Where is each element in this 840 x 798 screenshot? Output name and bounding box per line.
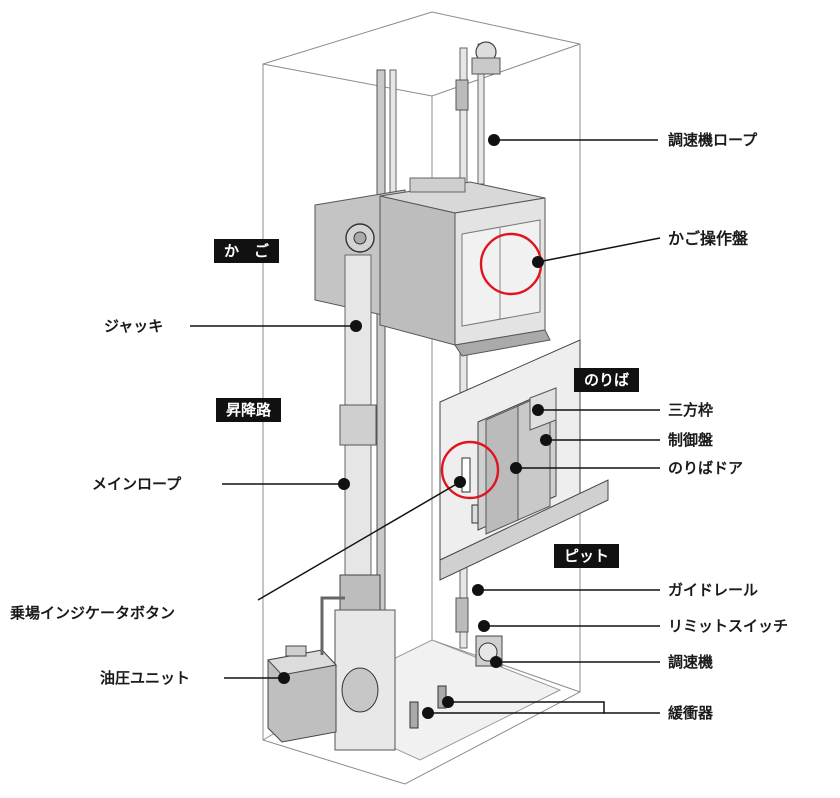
- governor-and-buffers: [409, 597, 503, 729]
- landing-tag: のりば: [574, 368, 640, 392]
- car-tag: か ご: [214, 239, 280, 263]
- main-rope-label: メインロープ: [92, 475, 182, 493]
- pit-tag: ピット: [554, 544, 620, 568]
- governor-label: 調速機: [668, 653, 714, 671]
- limit-switch-label: リミットスイッチ: [668, 617, 789, 635]
- hall-indicator-highlight: [440, 440, 500, 500]
- hydraulic-unit-shape: [267, 596, 345, 743]
- three-way-frame-label: 三方枠: [668, 401, 714, 419]
- car-operating-panel-label: かご操作盤: [668, 229, 749, 248]
- guide-rail-label: ガイドレール: [668, 581, 759, 599]
- buffer-label: 緩衝器: [668, 704, 714, 722]
- landing-panel: [439, 339, 609, 581]
- governor-rope-label: 調速機ロープ: [668, 131, 758, 149]
- jack-label: ジャッキ: [104, 317, 164, 335]
- control-panel-label: 制御盤: [668, 431, 714, 449]
- jack: [334, 254, 396, 751]
- landing-door-label: のりばドア: [668, 459, 744, 477]
- leader-lines: [190, 134, 661, 719]
- hydraulic-unit-label: 油圧ユニット: [100, 669, 191, 687]
- hall-indicator-button-label: 乗場インジケータボタン: [10, 604, 176, 622]
- hoistway-tag: 昇降路: [216, 398, 282, 422]
